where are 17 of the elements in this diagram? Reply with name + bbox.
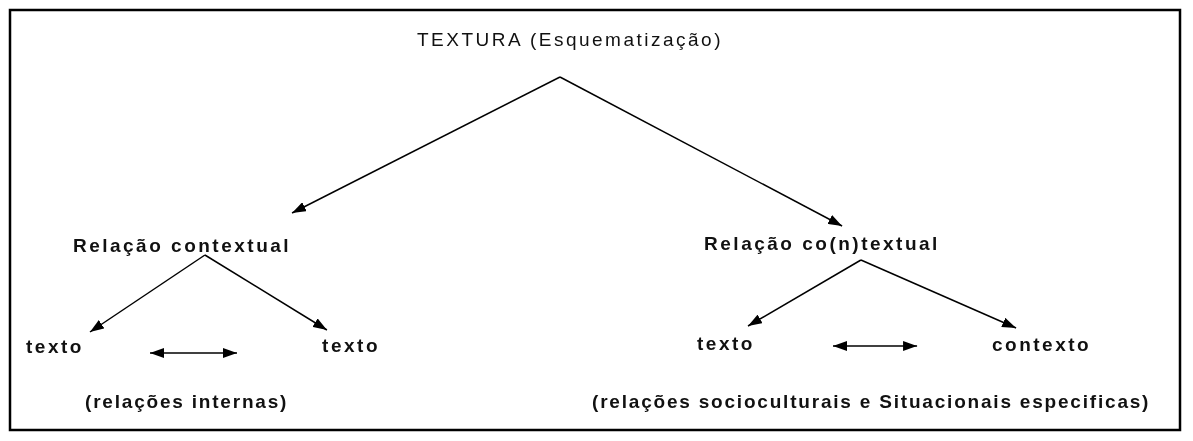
tree-label: contexto (992, 334, 1092, 354)
tree-label: Relação co(n)textual (704, 233, 940, 253)
arrow (860, 259, 1017, 329)
arrow (204, 254, 328, 331)
tree-label: texto (322, 335, 380, 355)
tree-label: texto (697, 333, 755, 353)
double-arrow (832, 341, 918, 351)
relation-note: (relações internas) (85, 392, 289, 411)
arrow (291, 76, 561, 214)
tree-label: texto (26, 336, 84, 356)
arrow (89, 254, 206, 333)
tree-label: Relação contextual (72, 236, 292, 255)
arrow (747, 259, 862, 327)
tree-label: TEXTURA (Esquematização) (417, 30, 723, 49)
arrow (559, 76, 843, 227)
relation-note: (relações socioculturais e Situacionais especificas) (592, 392, 1151, 411)
double-arrow (149, 348, 238, 358)
